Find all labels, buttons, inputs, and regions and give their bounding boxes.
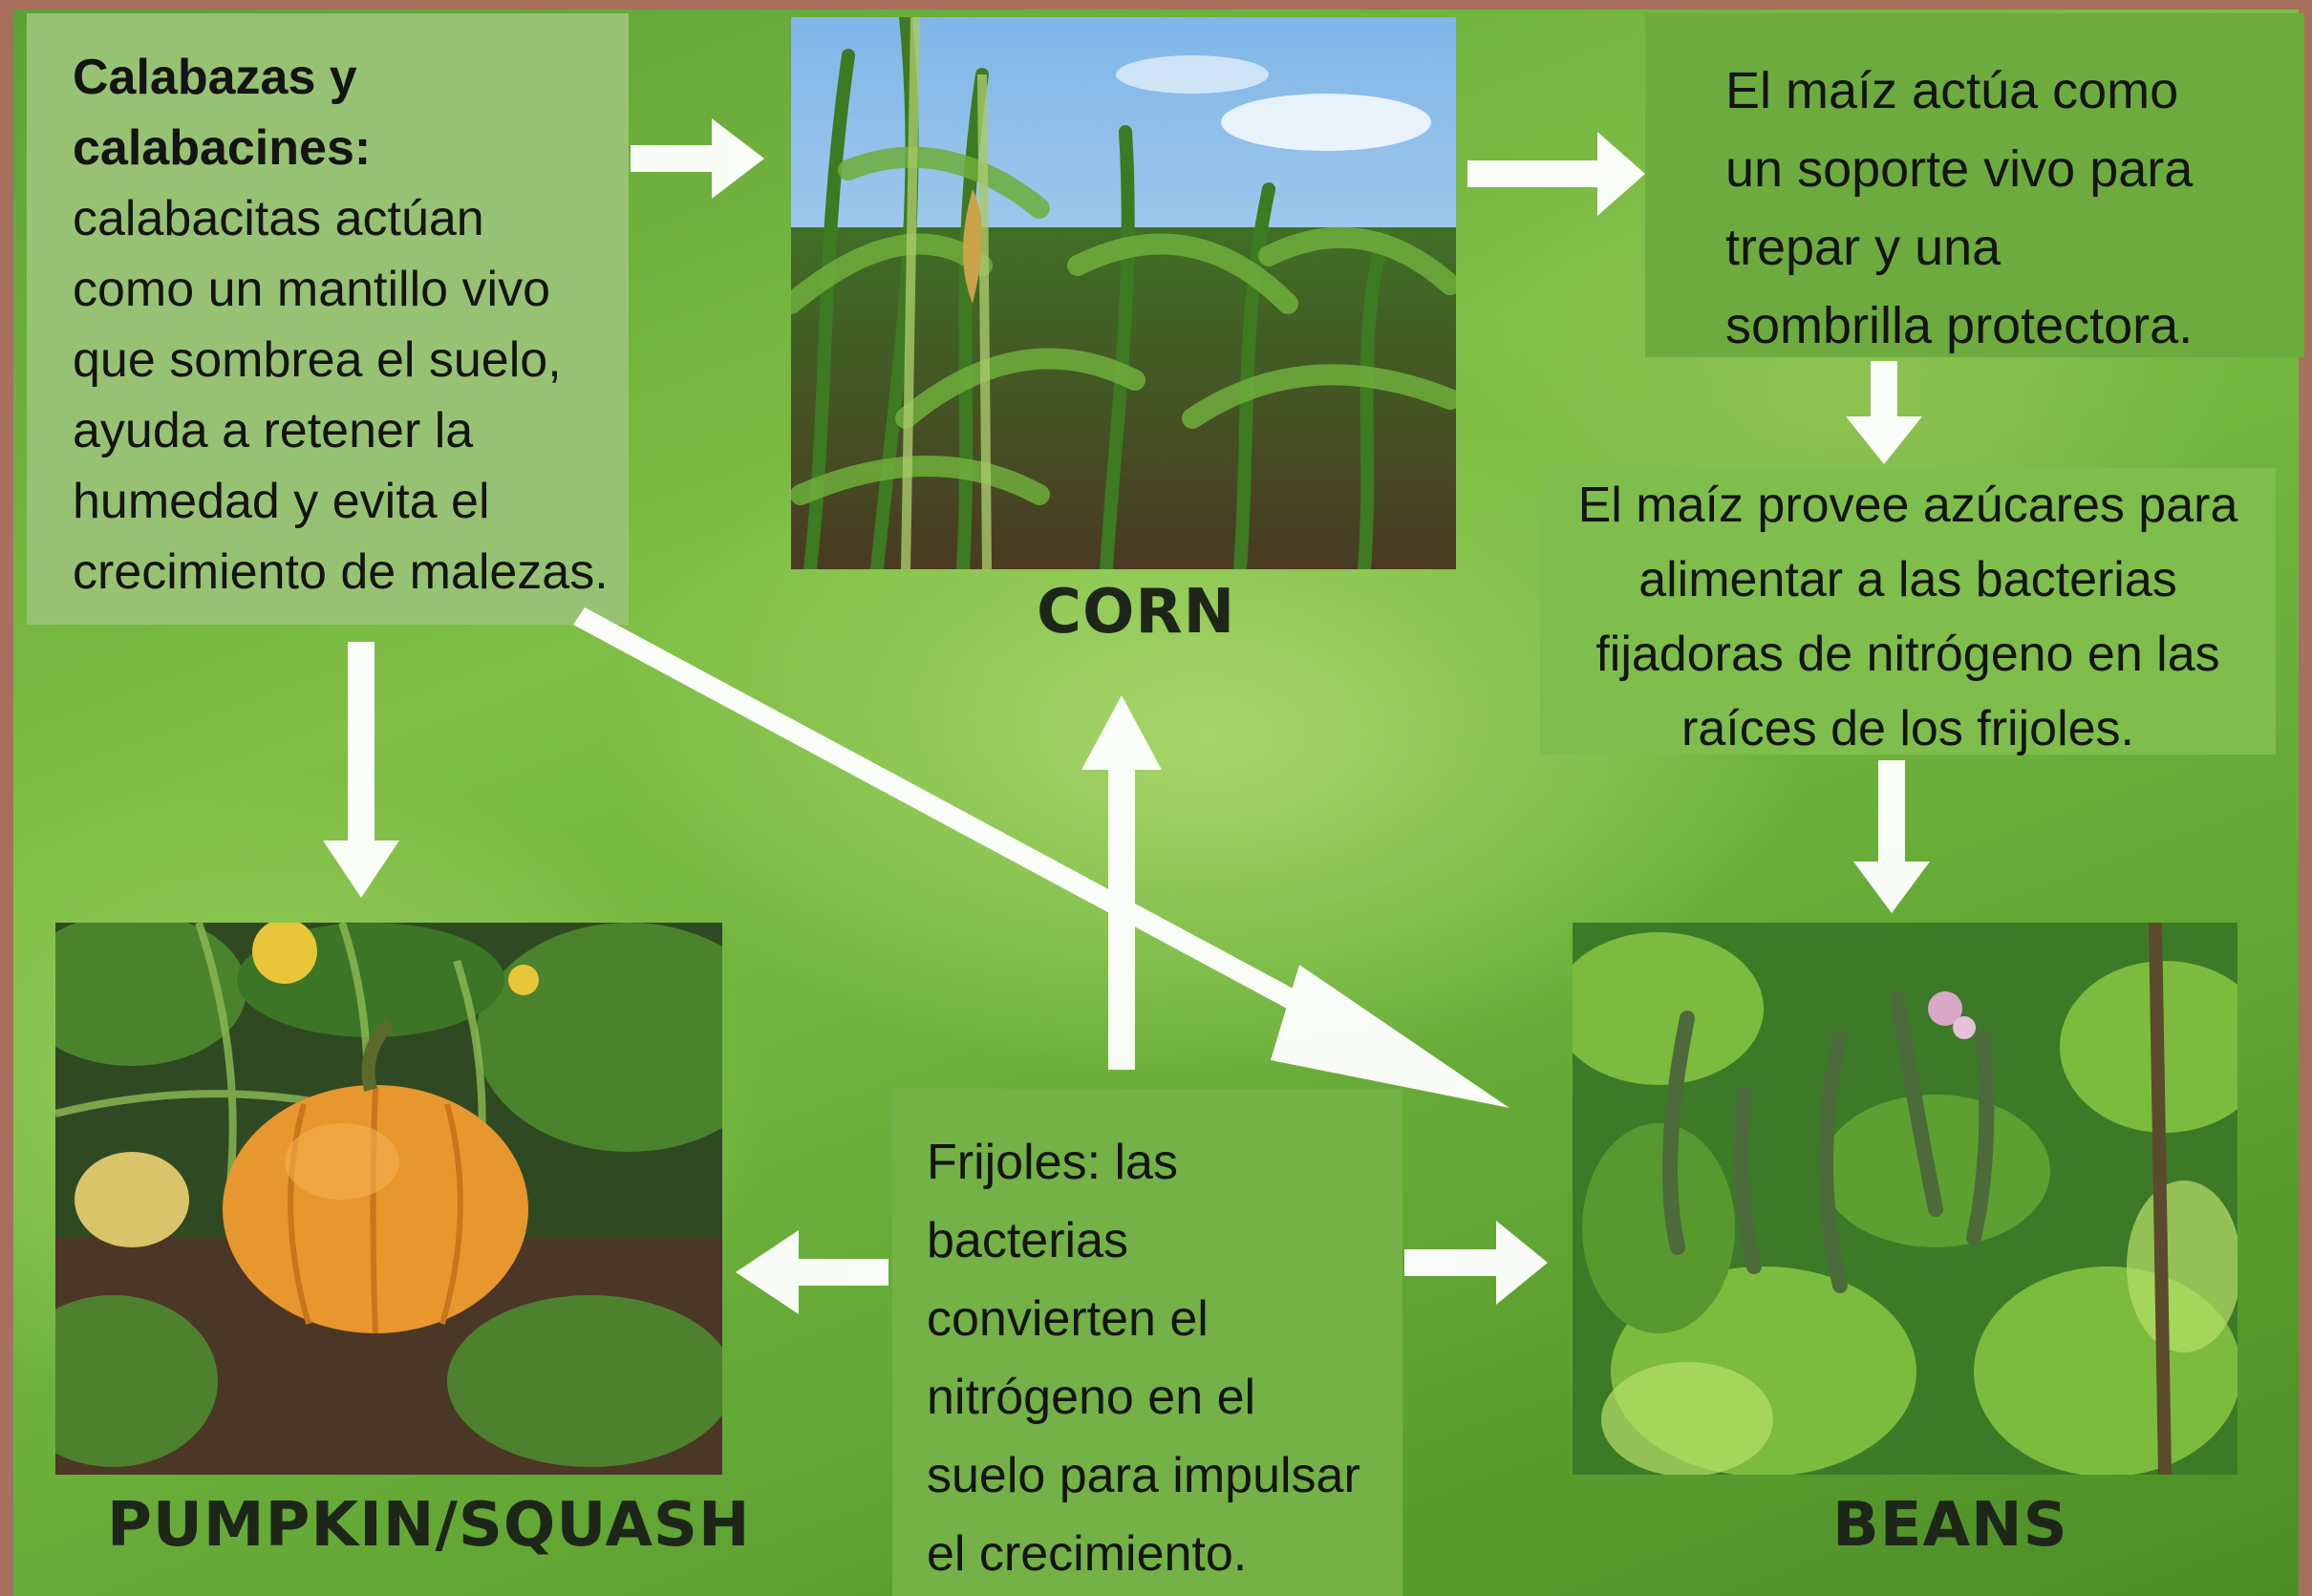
beans-description-box: Frijoles: las bacterias convierten el ni… — [892, 1089, 1402, 1596]
beans-line: bacterias — [927, 1213, 1128, 1268]
corn-photo — [791, 17, 1456, 569]
squash-title-line-2: calabacines: — [73, 120, 372, 176]
beans-photo — [1573, 923, 2237, 1475]
corn-support-line: trepar y una — [1725, 219, 2002, 276]
squash-line: humedad y evita el — [73, 474, 490, 529]
squash-line: que sombrea el suelo, — [73, 332, 562, 388]
arrow-corn-to-support — [1467, 132, 1645, 216]
corn-sugar-line: raíces de los frijoles. — [1681, 701, 2134, 756]
squash-caption: PUMPKIN/SQUASH — [107, 1490, 751, 1561]
corn-caption: CORN — [1037, 577, 1236, 648]
arrow-squash-to-beans — [573, 607, 1509, 1108]
arrow-squash-to-corn — [631, 118, 764, 199]
arrow-sugar-to-beans — [1853, 760, 1930, 913]
pumpkin-photo — [55, 923, 722, 1475]
corn-support-line: sombrilla protectora. — [1725, 297, 2194, 354]
squash-line: calabacitas actúan — [73, 191, 484, 246]
beans-caption: BEANS — [1832, 1490, 2068, 1561]
corn-sugar-box: El maíz provee azúcares para alimentar a… — [1540, 468, 2276, 756]
corn-sugar-line: alimentar a las bacterias — [1638, 552, 2177, 607]
squash-description-box: Calabazas y calabacines: calabacitas act… — [27, 13, 629, 625]
squash-line: ayuda a retener la — [73, 403, 474, 458]
arrow-support-to-sugar — [1846, 361, 1922, 464]
corn-support-line: un soporte vivo para — [1725, 140, 2194, 198]
arrow-beans-text-to-beans — [1404, 1221, 1548, 1305]
corn-sugar-line: fijadoras de nitrógeno en las — [1595, 627, 2220, 682]
beans-line: nitrógeno en el — [927, 1370, 1256, 1425]
corn-sugar-line: El maíz provee azúcares para — [1577, 478, 2238, 533]
arrow-beans-text-to-pumpkin — [736, 1230, 888, 1314]
beans-line: suelo para impulsar — [927, 1448, 1360, 1503]
arrow-squash-to-pumpkin — [323, 642, 399, 898]
beans-line: convierten el — [927, 1291, 1209, 1347]
beans-line: el crecimiento. — [927, 1526, 1248, 1582]
corn-support-line: El maíz actúa como — [1725, 62, 2179, 119]
beans-line: Frijoles: las — [927, 1135, 1178, 1190]
squash-title-line-1: Calabazas y — [73, 50, 357, 105]
squash-line: crecimiento de malezas. — [73, 544, 609, 600]
squash-line: como un mantillo vivo — [73, 262, 550, 317]
corn-support-box: El maíz actúa como un soporte vivo para … — [1645, 13, 2304, 357]
